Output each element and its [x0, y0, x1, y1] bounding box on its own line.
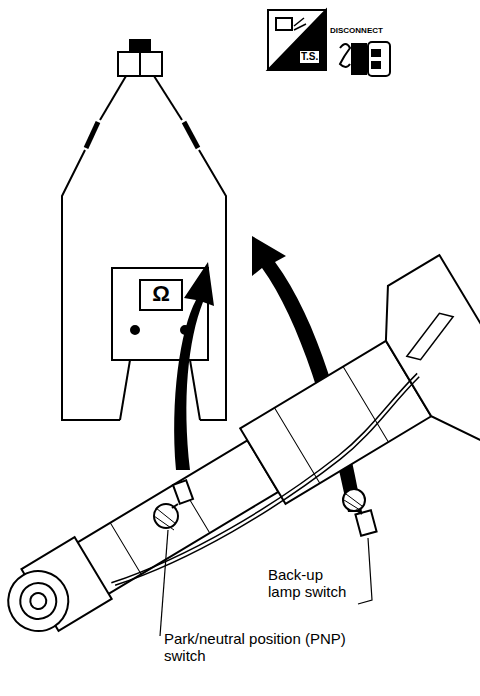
- connector-symbol: [118, 40, 162, 76]
- transmission: [0, 255, 480, 694]
- part-label: Park/neutral position (PNP) switch: [164, 630, 364, 665]
- back-up-lamp-switch: [343, 489, 377, 536]
- ohm-symbol: Ω: [143, 281, 179, 306]
- pnp-switch: [154, 480, 193, 530]
- part-label: Back-up lamp switch: [268, 566, 358, 601]
- disconnect-icon: [340, 42, 390, 76]
- trouble-shooting-tag: T.S.: [300, 51, 319, 63]
- trouble-shooting-icon: [268, 10, 326, 70]
- leader-lines: [160, 530, 372, 636]
- disconnect-tag: DISCONNECT: [330, 26, 400, 35]
- test-leads: [62, 76, 226, 420]
